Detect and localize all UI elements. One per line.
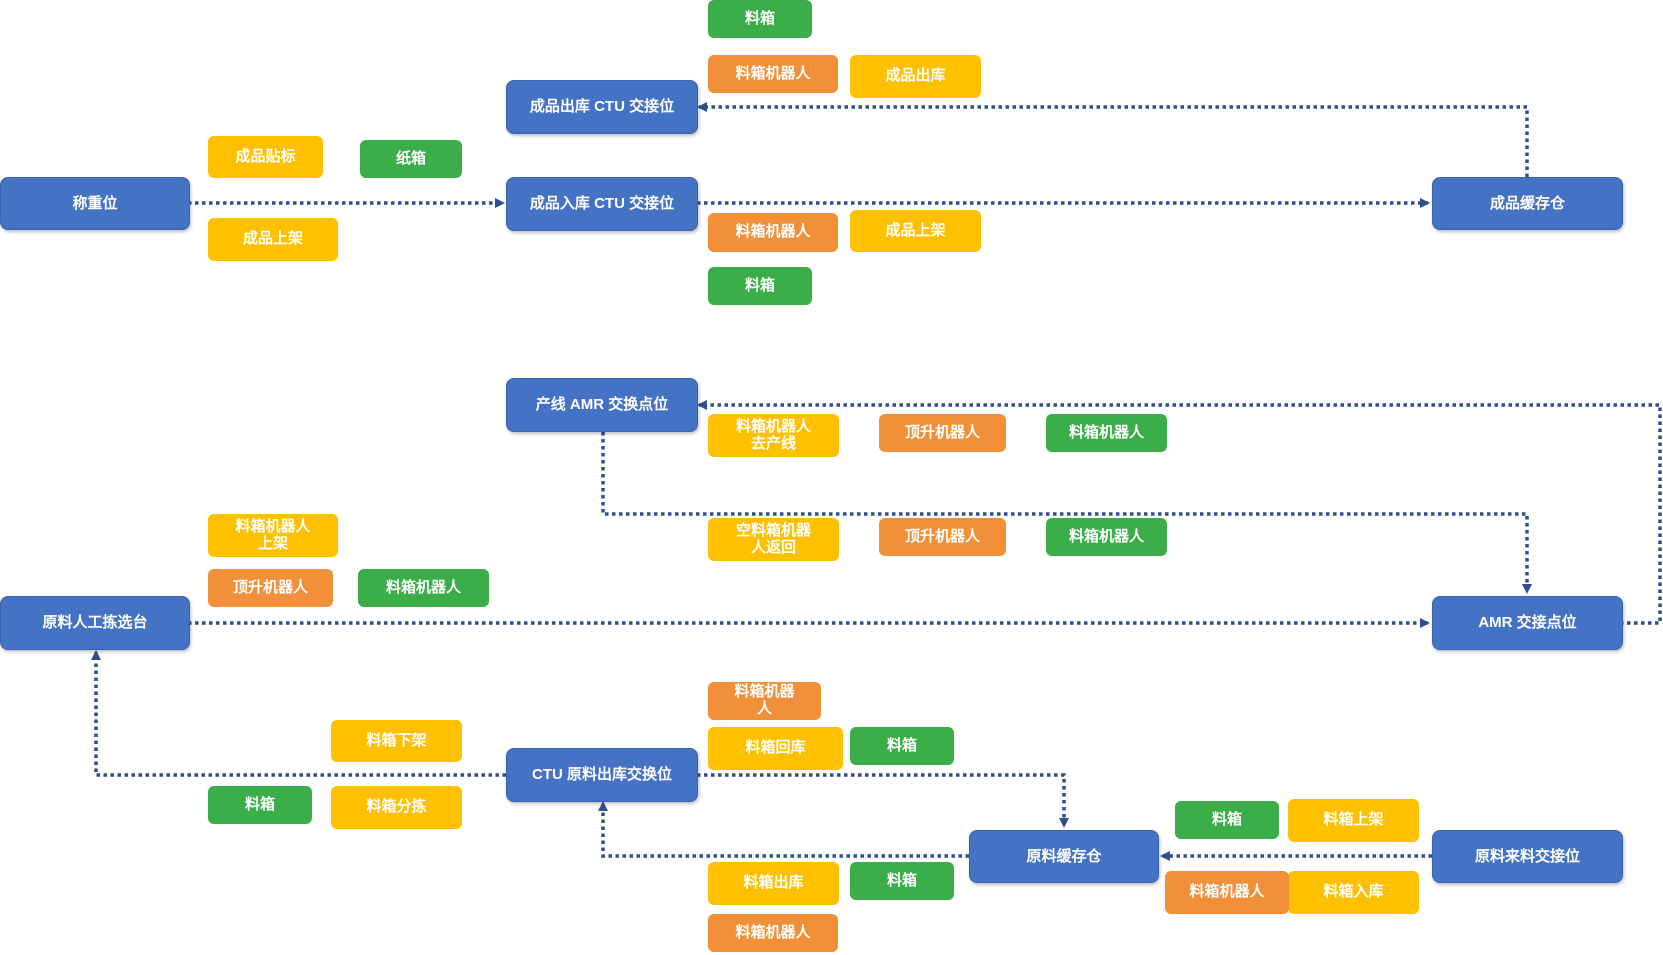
tag-lifting-robot: 顶升机器人 xyxy=(879,518,1006,556)
tag-lifting-robot: 顶升机器人 xyxy=(208,569,333,607)
tag-fg-shelving: 成品上架 xyxy=(208,218,338,261)
node-fg-in-ctu: 成品入库 CTU 交接位 xyxy=(506,177,698,231)
connector-ctu-raw-out-to-manual-pick xyxy=(91,650,506,777)
tag-bin-shelving: 料箱上架 xyxy=(1288,799,1419,842)
connector-line-amr-to-amr-point xyxy=(601,432,1532,594)
tag-bin-robot: 料箱机器 人 xyxy=(708,682,821,720)
node-manual-pick: 原料人工拣选台 xyxy=(0,596,190,650)
tag-fg-outbound: 成品出库 xyxy=(850,55,981,98)
tag-bin-sorting: 料箱分拣 xyxy=(331,786,462,829)
tag-bin-unshelving: 料箱下架 xyxy=(331,720,462,762)
node-amr-point: AMR 交接点位 xyxy=(1432,596,1623,650)
node-fg-buffer: 成品缓存仓 xyxy=(1432,177,1623,230)
tag-bin-robot: 料箱机器人 xyxy=(1046,518,1167,556)
connector-ctu-raw-out-to-raw-buffer xyxy=(697,773,1069,828)
tag-bin: 料箱 xyxy=(850,862,954,900)
connector-amr-point-to-line-amr xyxy=(697,400,1662,625)
tag-bin-robot-to-line: 料箱机器人 去产线 xyxy=(708,414,839,457)
tag-bin-robot: 料箱机器人 xyxy=(708,914,838,952)
tag-bin: 料箱 xyxy=(708,267,812,305)
node-fg-out-ctu: 成品出库 CTU 交接位 xyxy=(506,80,698,134)
tag-bin-robot: 料箱机器人 xyxy=(708,55,838,93)
node-raw-inbound: 原料来料交接位 xyxy=(1432,830,1623,883)
tag-bin-return: 料箱回库 xyxy=(708,727,843,770)
tag-fg-labeling: 成品贴标 xyxy=(208,136,323,178)
connector-raw-buffer-to-ctu-raw-out xyxy=(598,801,969,858)
tag-bin-robot: 料箱机器人 xyxy=(358,569,489,607)
node-ctu-raw-out: CTU 原料出库交换位 xyxy=(506,748,698,802)
node-line-amr: 产线 AMR 交换点位 xyxy=(506,378,698,432)
connector-fg-buffer-to-fg-out xyxy=(697,102,1529,177)
tag-bin-robot: 料箱机器人 xyxy=(1046,414,1167,452)
tag-empty-bin-robot-return: 空料箱机器 人返回 xyxy=(708,518,839,561)
tag-bin: 料箱 xyxy=(208,786,312,824)
tag-bin: 料箱 xyxy=(850,727,954,765)
tag-bin-robot-shelving: 料箱机器人 上架 xyxy=(208,514,338,557)
tag-bin: 料箱 xyxy=(1175,801,1279,839)
node-raw-buffer: 原料缓存仓 xyxy=(969,830,1159,883)
tag-carton: 纸箱 xyxy=(360,140,462,178)
tag-bin: 料箱 xyxy=(708,0,812,38)
tag-bin-robot: 料箱机器人 xyxy=(708,213,838,252)
tag-bin-robot: 料箱机器人 xyxy=(1165,871,1289,914)
node-weighing: 称重位 xyxy=(0,177,190,230)
tag-fg-shelving: 成品上架 xyxy=(850,210,981,252)
tag-bin-inbound: 料箱入库 xyxy=(1288,871,1419,914)
tag-bin-outbound: 料箱出库 xyxy=(708,862,839,905)
tag-lifting-robot: 顶升机器人 xyxy=(879,414,1006,452)
